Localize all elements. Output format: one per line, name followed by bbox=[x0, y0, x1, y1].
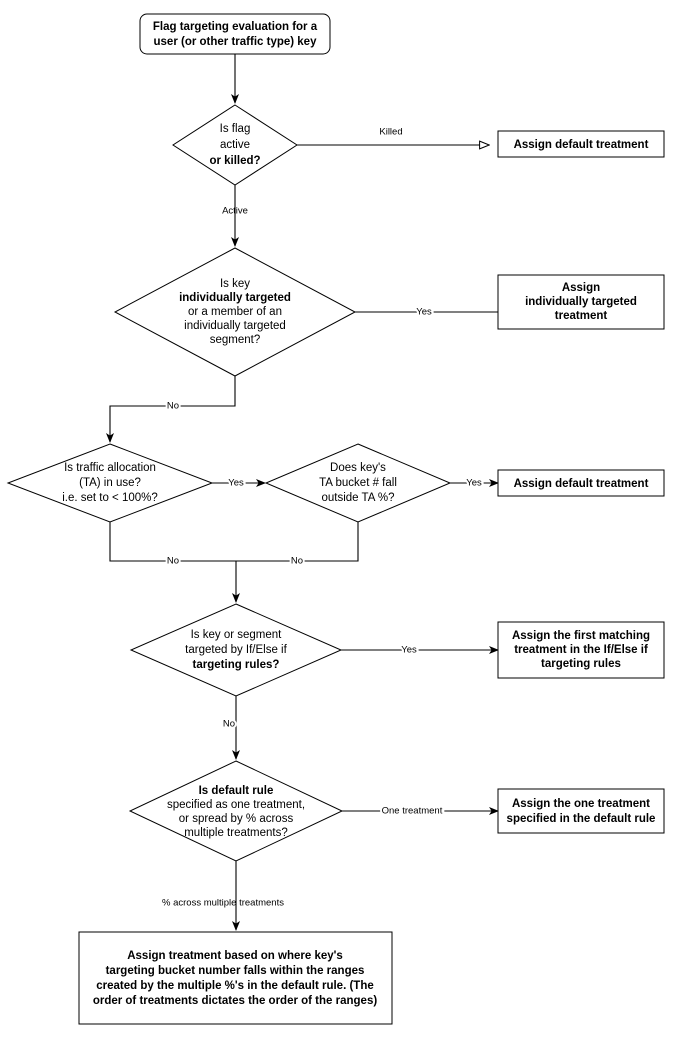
decision-flag-active-or-killed[interactable]: Is flag active or killed? bbox=[172, 104, 298, 186]
decision-indiv-line-1: Is key bbox=[220, 278, 250, 290]
edge-label-no-ta: No bbox=[167, 556, 179, 567]
outcome-one-treatment-line-1: Assign the one treatment bbox=[512, 798, 650, 810]
outcome-individually-line-2: individually targeted bbox=[525, 296, 637, 308]
decision-flag-line-3: or killed? bbox=[209, 155, 260, 167]
edge-label-percent-across: % across multiple treatments bbox=[162, 898, 284, 909]
decision-default-line-2: specified as one treatment, bbox=[167, 799, 305, 811]
decision-ifelse-line-3: targeting rules? bbox=[193, 659, 280, 671]
outcome-ta-shape bbox=[497, 469, 665, 497]
outcome-assign-default-treatment-killed[interactable]: Assign default treatment bbox=[497, 130, 665, 158]
edge-label-active: Active bbox=[222, 206, 248, 217]
outcome-assign-individually-targeted-treatment[interactable]: Assign individually targeted treatment bbox=[497, 274, 665, 330]
edge-label-no-individually: No bbox=[167, 401, 179, 412]
decision-indiv-line-2: individually targeted bbox=[179, 292, 291, 304]
decision-if-else-targeting-rules[interactable]: Is key or segment targeted by If/Else if… bbox=[129, 603, 343, 697]
outcome-ifelse-shape bbox=[497, 621, 665, 679]
edge-label-no-ifelse: No bbox=[223, 719, 235, 730]
decision-indiv-line-5: segment? bbox=[210, 334, 261, 346]
decision-default-line-1: Is default rule bbox=[199, 785, 274, 797]
decision-bucket-line-1: Does key's bbox=[330, 462, 386, 474]
start-node-line-2: user (or other traffic type) key bbox=[154, 36, 318, 48]
edge-label-yes-individually: Yes bbox=[416, 307, 432, 318]
outcome-individually-line-1: Assign bbox=[562, 282, 600, 294]
decision-ta-line-1: Is traffic allocation bbox=[64, 462, 156, 474]
decision-ta-line-2: (TA) in use? bbox=[79, 477, 141, 489]
outcome-killed-shape bbox=[497, 130, 665, 158]
outcome-assign-one-treatment-default-rule[interactable]: Assign the one treatment specified in th… bbox=[497, 788, 665, 834]
decision-bucket-line-3: outside TA %? bbox=[321, 492, 394, 504]
start-node[interactable]: Flag targeting evaluation for a user (or… bbox=[139, 13, 331, 55]
edge-label-yes-ta-bucket: Yes bbox=[466, 478, 482, 489]
outcome-ranges-shape bbox=[78, 931, 393, 1025]
decision-indiv-line-4: individually targeted bbox=[184, 320, 286, 332]
decision-ta-bucket-outside[interactable]: Does key's TA bucket # fall outside TA %… bbox=[264, 443, 452, 523]
edge-label-one-treatment: One treatment bbox=[382, 806, 443, 817]
outcome-ifelse-line-2: treatment in the If/Else if bbox=[514, 644, 648, 656]
outcome-ranges-line-1: Assign treatment based on where key's bbox=[127, 950, 343, 962]
start-node-line-1: Flag targeting evaluation for a bbox=[153, 21, 318, 33]
outcome-assign-first-matching-treatment[interactable]: Assign the first matching treatment in t… bbox=[497, 621, 665, 679]
decision-individually-targeted[interactable]: Is key individually targeted or a member… bbox=[113, 247, 357, 377]
edge-individually-no bbox=[106, 376, 236, 443]
edge-label-yes-ifelse: Yes bbox=[401, 645, 417, 656]
decision-bucket-line-2: TA bucket # fall bbox=[319, 477, 397, 489]
edge-ta-bucket-no bbox=[236, 522, 359, 562]
outcome-killed-label: Assign default treatment bbox=[514, 139, 649, 151]
outcome-assign-default-treatment-ta[interactable]: Assign default treatment bbox=[497, 469, 665, 497]
decision-ifelse-line-2: targeted by If/Else if bbox=[185, 644, 287, 656]
outcome-ta-label: Assign default treatment bbox=[514, 478, 649, 490]
outcome-one-treatment-line-2: specified in the default rule bbox=[507, 813, 656, 825]
decision-default-rule-spread[interactable]: Is default rule specified as one treatme… bbox=[128, 760, 344, 862]
outcome-ranges-line-3: created by the multiple %'s in the defau… bbox=[96, 980, 374, 992]
edge-label-no-ta-bucket: No bbox=[291, 556, 303, 567]
outcome-ranges-line-4: order of treatments dictates the order o… bbox=[93, 995, 378, 1007]
decision-default-line-3: or spread by % across bbox=[179, 813, 294, 825]
outcome-ifelse-line-3: targeting rules bbox=[541, 658, 621, 670]
decision-ta-line-3: i.e. set to < 100%? bbox=[62, 492, 158, 504]
edge-label-yes-ta: Yes bbox=[228, 478, 244, 489]
outcome-ifelse-line-1: Assign the first matching bbox=[512, 630, 650, 642]
decision-traffic-allocation-in-use[interactable]: Is traffic allocation (TA) in use? i.e. … bbox=[6, 443, 214, 523]
outcome-ranges-line-2: targeting bucket number falls within the… bbox=[106, 965, 365, 977]
edge-traffic-allocation-no bbox=[109, 522, 236, 562]
decision-flag-line-2: active bbox=[220, 139, 250, 151]
decision-flag-line-1: Is flag bbox=[220, 123, 251, 135]
decision-default-line-4: multiple treatments? bbox=[184, 827, 288, 839]
decision-ifelse-line-1: Is key or segment bbox=[191, 629, 283, 641]
outcome-individually-shape bbox=[497, 274, 665, 330]
outcome-one-treatment-shape bbox=[497, 788, 665, 834]
outcome-assign-treatment-by-ranges[interactable]: Assign treatment based on where key's ta… bbox=[78, 931, 393, 1025]
outcome-individually-line-3: treatment bbox=[555, 310, 608, 322]
edge-label-killed: Killed bbox=[379, 127, 402, 138]
decision-indiv-line-3: or a member of an bbox=[188, 306, 282, 318]
